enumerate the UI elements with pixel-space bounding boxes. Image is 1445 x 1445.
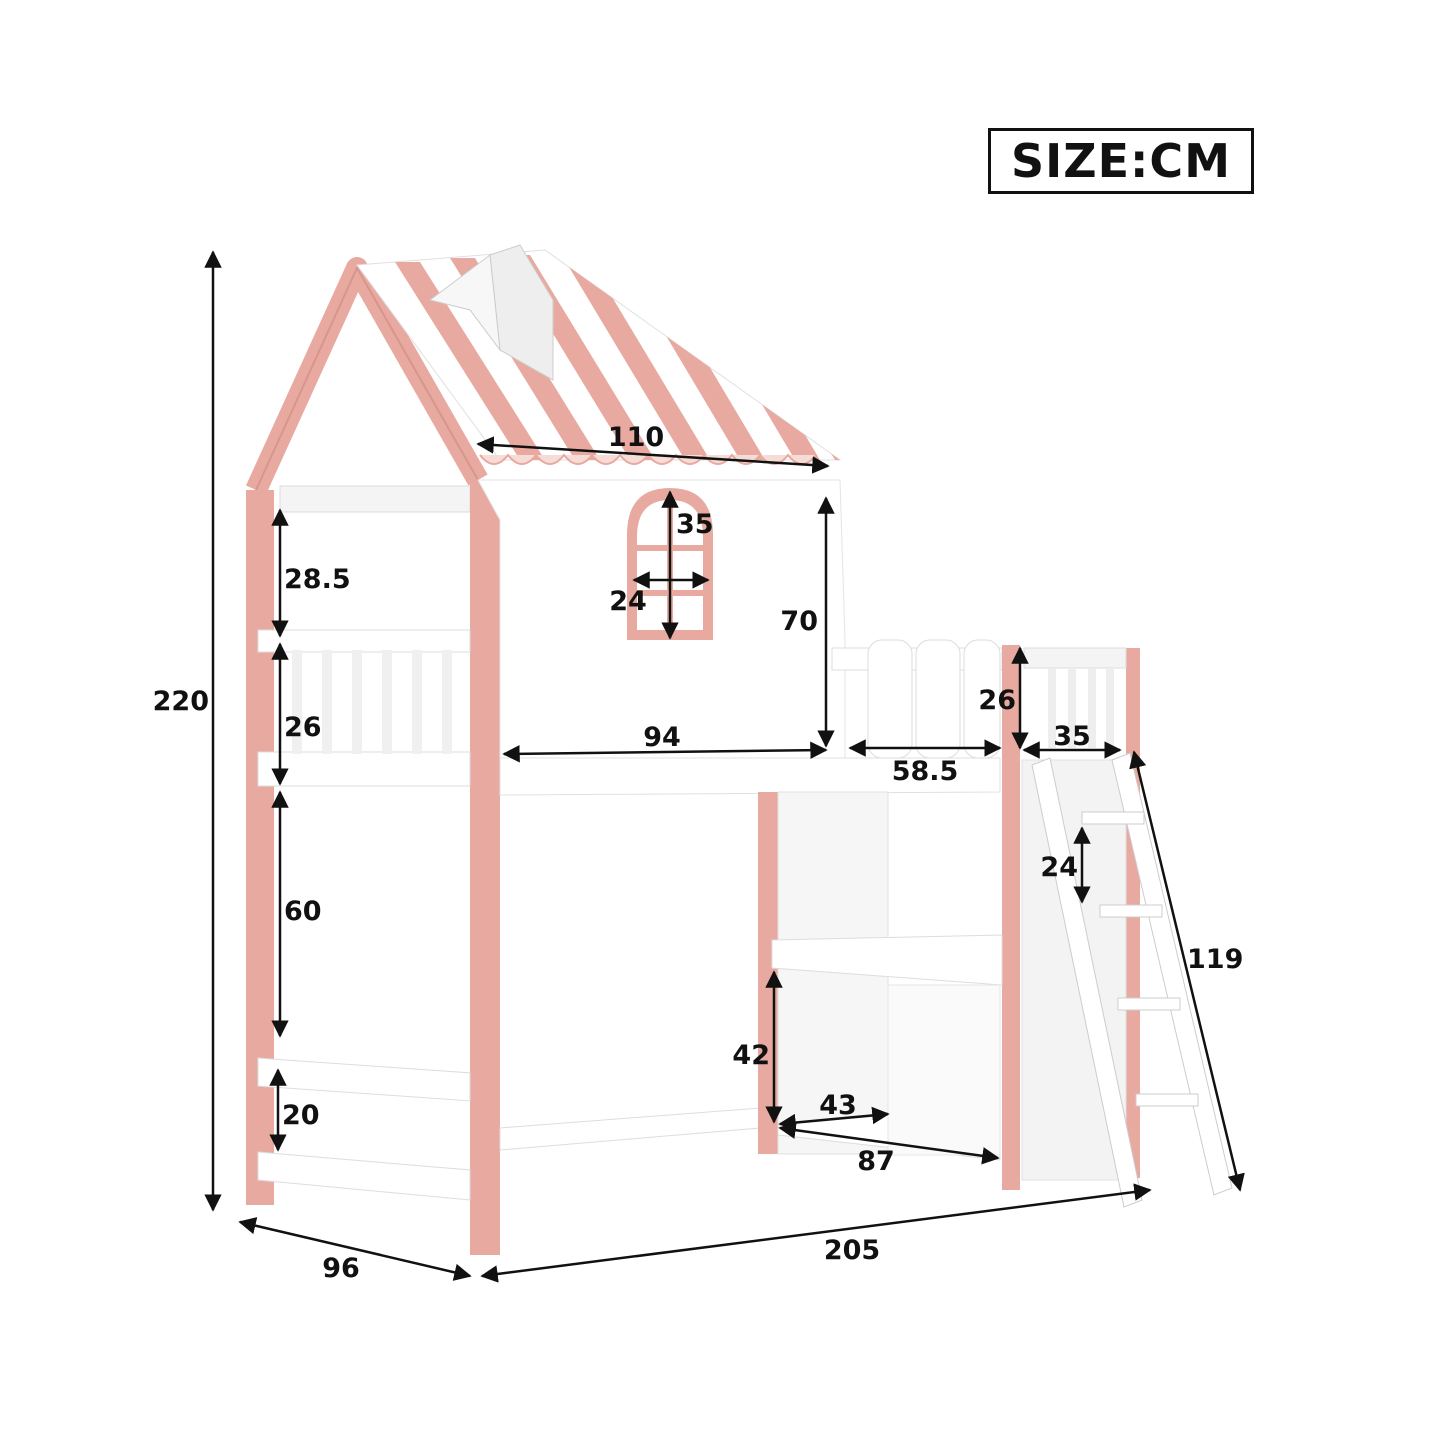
end-guard-rail — [1023, 647, 1127, 748]
total-height-label: 220 — [153, 686, 209, 717]
window-height-label: 35 — [676, 509, 714, 540]
roof-width-arrow — [476, 436, 830, 474]
left-front-post — [470, 480, 500, 1255]
length-label: 205 — [824, 1235, 880, 1266]
side-guard-rail — [257, 629, 471, 787]
ladder-length-arrow — [1129, 750, 1245, 1192]
ladder-step-label: 24 — [1040, 852, 1078, 883]
ladder-length-label: 119 — [1187, 944, 1243, 975]
under-bed-height-label: 60 — [284, 896, 322, 927]
dimension-arrows — [204, 250, 1245, 1283]
bed-illustration — [245, 244, 1233, 1255]
top-guard-gap-label: 28.5 — [284, 564, 351, 595]
desk-height-label: 42 — [732, 1040, 770, 1071]
size-unit-label: SIZE:CM — [1011, 134, 1231, 188]
ladder-opening-label: 35 — [1053, 721, 1091, 752]
desk-unit — [758, 791, 1003, 1161]
bottom-rail-height-label: 20 — [282, 1100, 320, 1131]
width-arrow — [238, 1217, 472, 1281]
wall-length-arrow — [502, 741, 828, 763]
top-guard-rail — [279, 485, 471, 513]
wall-height-label: 70 — [780, 606, 818, 637]
right-rail-height-label: 26 — [978, 685, 1016, 716]
bed-frame-front — [499, 757, 1001, 796]
rail-height-label: 26 — [284, 712, 322, 743]
size-unit-box: SIZE:CM — [988, 128, 1254, 194]
low-rail-length-label: 58.5 — [892, 756, 959, 787]
roof-width-label: 110 — [608, 422, 664, 453]
length-arrow — [480, 1183, 1152, 1283]
desk-width-arrow — [778, 1121, 1000, 1165]
right-guard-rail — [831, 639, 1003, 759]
left-back-post — [246, 490, 274, 1205]
bottom-back-rail — [499, 1107, 761, 1151]
back-gable-frame — [245, 257, 488, 495]
striped-roof — [356, 244, 842, 465]
dimension-labels: 110 35 24 28.5 70 220 26 94 26 35 58.5 6… — [153, 422, 1244, 1284]
width-label: 96 — [322, 1253, 360, 1284]
desk-depth-label: 43 — [819, 1090, 857, 1121]
wall-length-label: 94 — [643, 722, 681, 753]
right-front-post — [1002, 645, 1020, 1190]
lower-side-rail — [257, 1057, 471, 1102]
window-width-label: 24 — [609, 586, 647, 617]
desk-width-label: 87 — [857, 1146, 895, 1177]
bottom-side-rail — [257, 1151, 471, 1201]
